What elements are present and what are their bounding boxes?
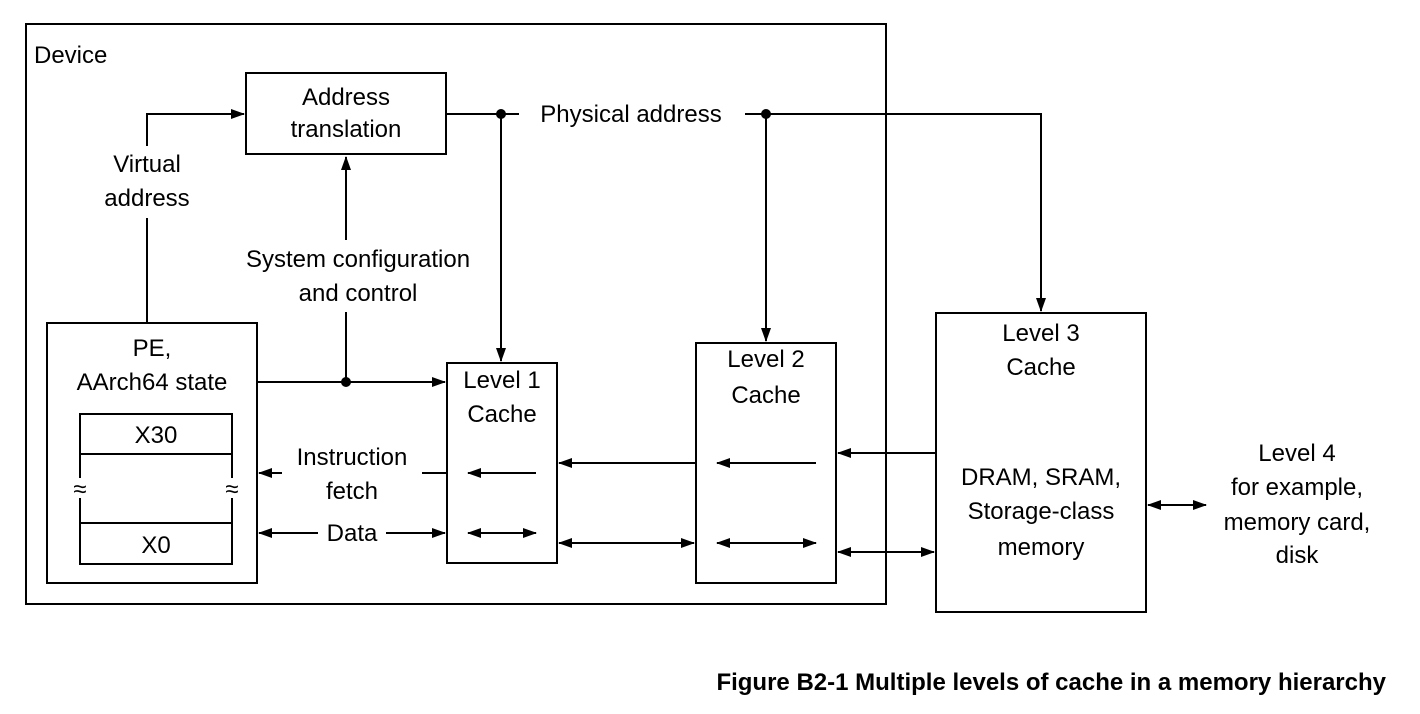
figure-caption: Figure B2-1 Multiple levels of cache in … — [716, 669, 1386, 696]
data-label-mask — [318, 518, 386, 548]
address-translation-box — [245, 72, 447, 155]
instruction-fetch-line1: Instruction — [297, 444, 408, 471]
physical-address-label-mask — [519, 98, 745, 130]
register-break-right: ≈ — [225, 476, 238, 503]
data-label: Data — [327, 520, 378, 547]
level3-memory-line3: memory — [998, 534, 1085, 561]
level2-label-line1: Level 2 — [727, 346, 804, 373]
level4-line2: for example, — [1231, 474, 1363, 501]
pe-label-line1: PE, — [133, 335, 172, 362]
level3-label-line1: Level 3 — [1002, 320, 1079, 347]
physical-junction-level2 — [761, 109, 771, 119]
pe-label-line2: AArch64 state — [77, 369, 228, 396]
virtual-address-line2: address — [104, 185, 189, 212]
register-break-mask-right — [222, 478, 242, 498]
device-label: Device — [34, 42, 107, 69]
register-break-mask-left — [70, 478, 90, 498]
virtual-address-line1: Virtual — [113, 151, 181, 178]
level4-line3: memory card, — [1224, 509, 1371, 536]
system-config-line2: and control — [299, 280, 418, 307]
level1-label-line1: Level 1 — [463, 367, 540, 394]
level1-label-line2: Cache — [467, 401, 536, 428]
address-translation-line1: Address — [302, 84, 390, 111]
physical-address-label: Physical address — [540, 101, 721, 128]
virtual-address-arrow — [146, 109, 245, 323]
virtual-address-label-mask — [92, 146, 204, 218]
system-config-junction — [341, 377, 351, 387]
register-break-left: ≈ — [73, 476, 86, 503]
instruction-fetch-line2: fetch — [326, 478, 378, 505]
system-config-label-mask — [222, 240, 494, 312]
instruction-fetch-label-mask — [282, 441, 422, 507]
level3-label-line2: Cache — [1006, 354, 1075, 381]
register-x0 — [79, 522, 233, 565]
level4-line1: Level 4 — [1258, 440, 1335, 467]
system-config-line1: System configuration — [246, 246, 470, 273]
register-x30-label: X30 — [135, 422, 178, 449]
register-x0-label: X0 — [141, 532, 170, 559]
level2-label-line2: Cache — [731, 382, 800, 409]
register-x30 — [79, 413, 233, 455]
physical-junction-level1 — [496, 109, 506, 119]
level3-cache-box — [935, 312, 1147, 613]
level3-memory-line1: DRAM, SRAM, — [961, 464, 1121, 491]
level3-memory-line2: Storage-class — [968, 498, 1115, 525]
address-translation-line2: translation — [291, 116, 402, 143]
level4-line4: disk — [1276, 542, 1320, 569]
